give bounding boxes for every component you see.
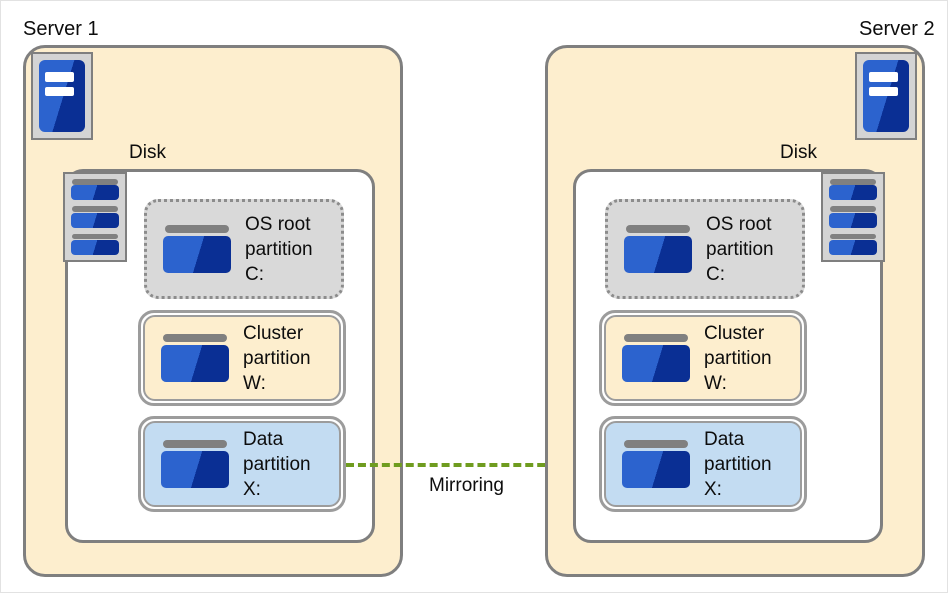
partition-disk-icon — [624, 225, 692, 273]
partition-line-3: C: — [245, 263, 264, 285]
disk-unit — [829, 206, 877, 228]
partition-disk-cap — [163, 440, 227, 449]
partition-line-3: C: — [706, 263, 725, 285]
partition-line-2: partition — [243, 347, 311, 369]
server-2-partition-os-root-text: OS root partition C: — [706, 212, 774, 287]
partition-disk-cap — [624, 440, 688, 449]
disk-unit — [829, 179, 877, 201]
server-1-partition-data[interactable]: Data partition X: — [138, 416, 346, 512]
server-1-partition-data-text: Data partition X: — [243, 427, 311, 502]
disk-unit-body — [829, 240, 877, 255]
server-2-partition-cluster-text: Cluster partition W: — [704, 321, 772, 396]
partition-disk-cap — [163, 334, 227, 343]
server-2-partition-data[interactable]: Data partition X: — [599, 416, 807, 512]
server-1-partition-data-inner: Data partition X: — [143, 421, 341, 507]
partition-disk-body — [624, 235, 692, 273]
disk-unit-cap — [829, 206, 877, 212]
disk-unit-body — [71, 185, 119, 201]
partition-disk-icon — [163, 225, 231, 273]
partition-line-1: Cluster — [704, 322, 765, 344]
disk-unit — [71, 179, 119, 201]
partition-line-2: partition — [704, 453, 772, 475]
partition-disk-body — [622, 344, 690, 382]
partition-line-2: partition — [243, 453, 311, 475]
disk-unit — [829, 233, 877, 255]
disk-unit-cap — [71, 206, 119, 212]
server-2-partition-data-inner: Data partition X: — [604, 421, 802, 507]
disk-unit — [71, 233, 119, 255]
server-2-partition-data-text: Data partition X: — [704, 427, 772, 502]
partition-line-1: Cluster — [243, 322, 304, 344]
server-1-disk-label: Disk — [129, 142, 166, 163]
partition-disk-cap — [165, 225, 229, 234]
partition-line-1: Data — [704, 428, 745, 450]
partition-disk-icon — [161, 334, 229, 382]
server-tower-icon — [31, 52, 93, 140]
mirroring-arrow-line — [346, 463, 593, 467]
partition-line-2: partition — [245, 238, 313, 260]
disk-unit-cap — [829, 233, 877, 240]
partition-disk-icon — [622, 334, 690, 382]
server-tower-icon — [855, 52, 917, 140]
server-2-partition-cluster-inner: Cluster partition W: — [604, 315, 802, 401]
disk-unit-cap — [71, 233, 119, 240]
server-tower-bar-2 — [45, 86, 74, 96]
partition-disk-icon — [161, 440, 229, 488]
partition-line-1: Data — [243, 428, 284, 450]
disk-unit-body — [71, 212, 119, 228]
partition-disk-body — [622, 450, 690, 488]
server-1-partition-cluster-inner: Cluster partition W: — [143, 315, 341, 401]
partition-disk-icon — [622, 440, 690, 488]
server-1-title: Server 1 — [23, 18, 99, 40]
partition-line-3: W: — [704, 372, 727, 394]
server-tower-body — [863, 60, 909, 132]
server-tower-bar-2 — [869, 86, 898, 96]
partition-line-2: partition — [706, 238, 774, 260]
server-tower-bar-1 — [869, 72, 898, 82]
server-1-partition-cluster-text: Cluster partition W: — [243, 321, 311, 396]
partition-disk-body — [161, 344, 229, 382]
server-2-partition-os-root[interactable]: OS root partition C: — [605, 199, 805, 299]
partition-disk-body — [163, 235, 231, 273]
server-2-disk-label: Disk — [780, 142, 817, 163]
disk-stack-icon — [821, 172, 885, 262]
server-tower-bar-1 — [45, 72, 74, 82]
partition-line-3: W: — [243, 372, 266, 394]
partition-disk-cap — [624, 334, 688, 343]
partition-line-2: partition — [704, 347, 772, 369]
partition-line-1: OS root — [706, 213, 772, 235]
server-1-partition-cluster[interactable]: Cluster partition W: — [138, 310, 346, 406]
server-2-title: Server 2 — [859, 18, 935, 40]
disk-stack-icon — [63, 172, 127, 262]
server-1-partition-os-root[interactable]: OS root partition C: — [144, 199, 344, 299]
partition-line-3: X: — [704, 478, 722, 500]
disk-unit — [71, 206, 119, 228]
disk-unit-body — [829, 212, 877, 228]
mirroring-label: Mirroring — [429, 475, 504, 496]
server-2-partition-cluster[interactable]: Cluster partition W: — [599, 310, 807, 406]
disk-unit-body — [71, 240, 119, 255]
disk-unit-body — [829, 185, 877, 201]
server-1-partition-os-root-text: OS root partition C: — [245, 212, 313, 287]
partition-disk-cap — [626, 225, 690, 234]
partition-line-3: X: — [243, 478, 261, 500]
server-tower-body — [39, 60, 85, 132]
disk-unit-cap — [71, 179, 119, 185]
partition-line-1: OS root — [245, 213, 311, 235]
disk-unit-cap — [829, 179, 877, 185]
partition-disk-body — [161, 450, 229, 488]
